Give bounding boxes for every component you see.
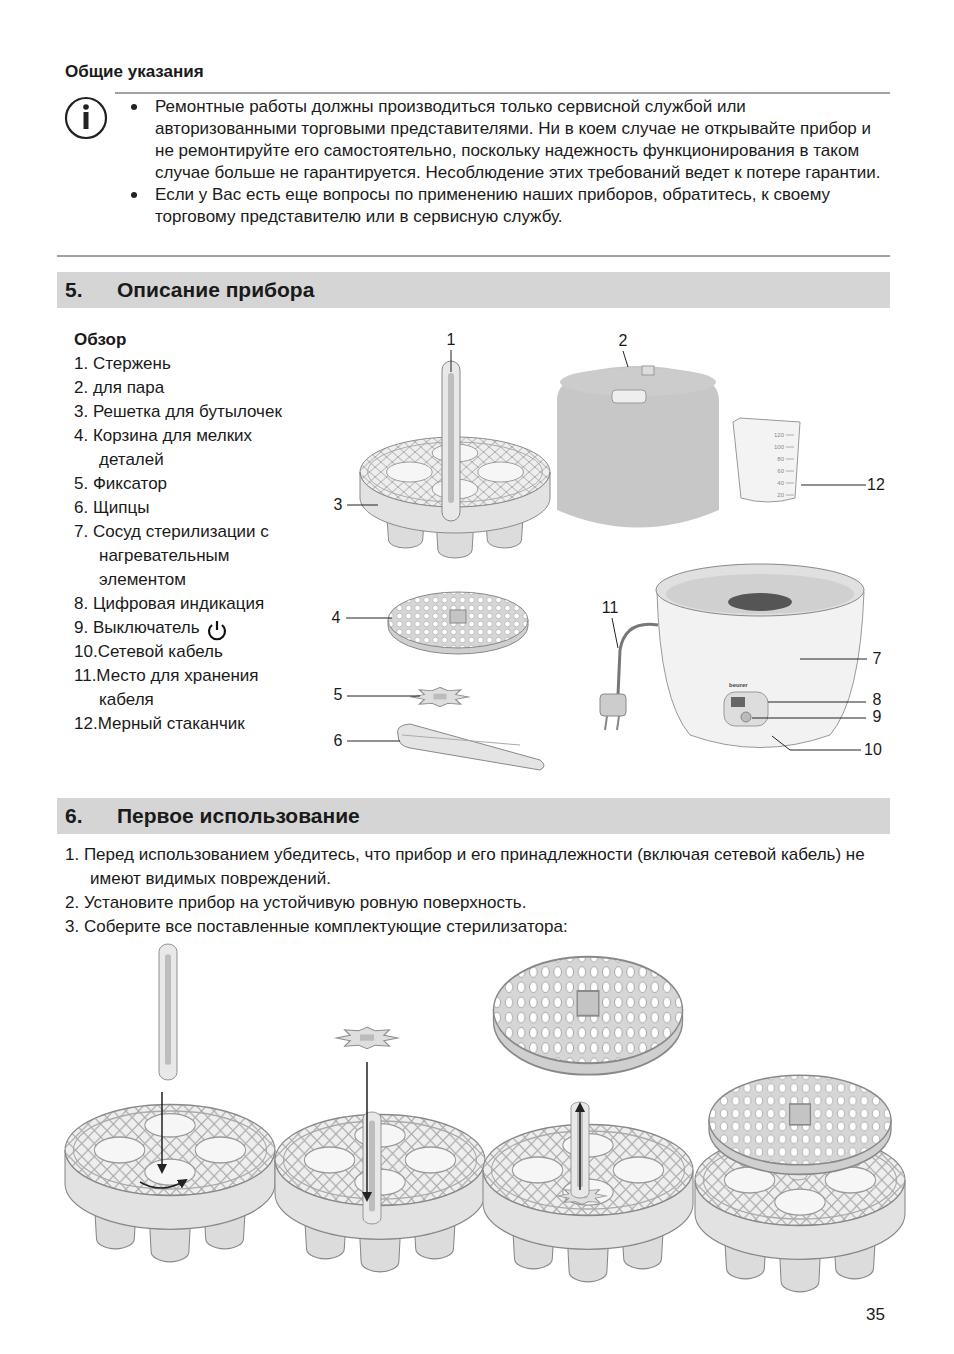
scale-mark: 80 (777, 456, 784, 463)
callout-number: 7 (873, 651, 882, 667)
callout-number: 4 (332, 610, 341, 626)
callout-number: 12 (867, 477, 885, 493)
section-title: Общие указания (65, 61, 204, 83)
part-list-item: 6. Щипцы (74, 496, 308, 520)
callout-number: 5 (334, 687, 343, 703)
part-list-item: 8. Цифровая индикация (74, 592, 308, 616)
power-icon (206, 619, 228, 641)
callout-number: 10 (864, 742, 882, 758)
step-text: 1. Перед использованием убедитесь, что п… (65, 843, 895, 891)
callout-number: 9 (873, 709, 882, 725)
scale-mark: 60 (777, 468, 784, 475)
part-list-item: 9. Выключатель (74, 616, 308, 640)
section-number: 5. (65, 277, 117, 303)
callout-number: 2 (619, 333, 628, 349)
part-list-item: 12.Мерный стаканчик (74, 712, 308, 736)
part-list-item: 10.Сетевой кабель (74, 640, 308, 664)
note-text: Ремонтные работы должны производиться то… (155, 96, 885, 184)
part-list-item: 2. для пара (74, 376, 308, 400)
callout-number: 1 (447, 332, 456, 348)
callout-number: 6 (334, 733, 343, 749)
section-number: 6. (65, 803, 117, 829)
callout-number: 3 (334, 497, 343, 513)
note-text: Если у Вас есть еще вопросы по применени… (155, 184, 885, 228)
part-list-item: 7. Сосуд стерилизации с нагревательным э… (74, 520, 308, 592)
part-list-item: 11.Место для хранения кабеля (74, 664, 308, 712)
step-text: 3. Соберите все поставленные комплектующ… (65, 915, 895, 939)
callout-number: 11 (602, 600, 619, 616)
section-band: 5.Описание прибора (57, 272, 890, 308)
section-band: 6.Первое использование (57, 798, 890, 834)
scale-mark: 120 (774, 432, 784, 439)
part-list-item: 5. Фиксатор (74, 472, 308, 496)
part-list-item: 1. Стержень (74, 352, 308, 376)
scale-mark: 40 (777, 480, 784, 487)
scale-mark: 20 (777, 492, 784, 499)
subheading: Обзор (74, 329, 274, 351)
part-list-item: 3. Решетка для бутылочек (74, 400, 308, 424)
section-heading: Описание прибора (117, 277, 314, 303)
callout-number: 8 (873, 692, 882, 708)
page-number: 35 (866, 1304, 885, 1326)
step-text: 2. Установите прибор на устойчивую ровну… (65, 891, 895, 915)
part-list-item: 4. Корзина для мелких деталей (74, 424, 308, 472)
scale-mark: 100 (774, 444, 784, 451)
section-heading: Первое использование (117, 803, 360, 829)
brand-logo: beurer (729, 682, 748, 689)
